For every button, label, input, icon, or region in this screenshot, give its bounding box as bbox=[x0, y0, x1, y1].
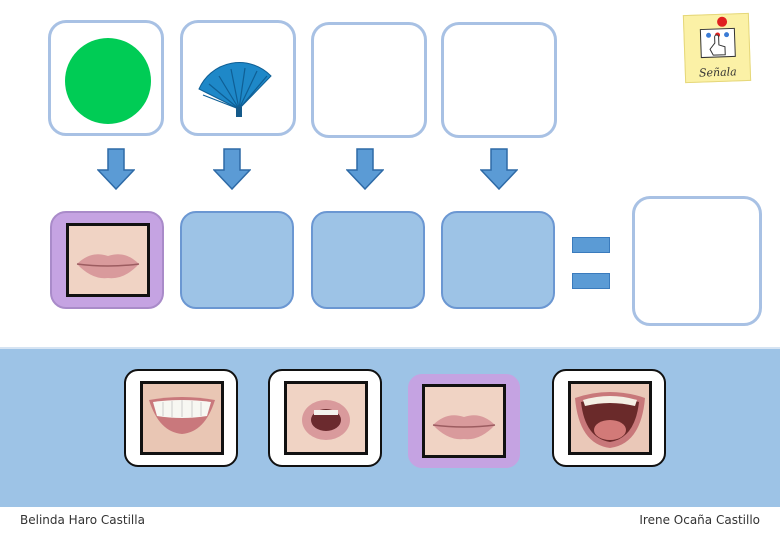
open-o-mouth-image bbox=[284, 381, 368, 455]
footer-left-author: Belinda Haro Castilla bbox=[20, 513, 145, 527]
choice-wide-open[interactable] bbox=[552, 369, 666, 467]
picture-card-4[interactable] bbox=[441, 22, 557, 138]
choice-open-o[interactable] bbox=[268, 369, 382, 467]
blue-fan-icon bbox=[198, 62, 272, 117]
result-card[interactable] bbox=[632, 196, 762, 326]
wide-open-mouth-image bbox=[568, 381, 652, 455]
picture-card-3[interactable] bbox=[311, 22, 427, 138]
equals-sign-bottom bbox=[572, 273, 610, 289]
smile-teeth-icon bbox=[143, 384, 221, 452]
answer-slot-1[interactable] bbox=[50, 211, 164, 309]
smile-teeth-mouth-image bbox=[140, 381, 224, 455]
closed-lips-mouth-image bbox=[422, 384, 506, 458]
green-circle-icon bbox=[65, 38, 151, 124]
pointing-hand-icon bbox=[699, 16, 736, 59]
senala-note[interactable]: Señala bbox=[682, 12, 752, 84]
choice-smile-teeth[interactable] bbox=[124, 369, 238, 467]
equals-sign-top bbox=[572, 237, 610, 253]
senala-label: Señala bbox=[698, 65, 737, 80]
choice-closed-lips[interactable] bbox=[408, 374, 520, 468]
answer-slot-2[interactable] bbox=[180, 211, 294, 309]
down-arrow-icon bbox=[213, 148, 251, 190]
down-arrow-icon bbox=[346, 148, 384, 190]
lips-icon bbox=[69, 226, 147, 294]
answer-slot-4[interactable] bbox=[441, 211, 555, 309]
answer-slot-3[interactable] bbox=[311, 211, 425, 309]
wide-open-mouth-icon bbox=[571, 384, 649, 452]
down-arrow-icon bbox=[480, 148, 518, 190]
closed-lips-mouth-image bbox=[66, 223, 150, 297]
footer-right-author: Irene Ocaña Castillo bbox=[639, 513, 760, 527]
picture-card-1[interactable] bbox=[48, 20, 164, 136]
down-arrow-icon bbox=[97, 148, 135, 190]
picture-card-2[interactable] bbox=[180, 20, 296, 136]
open-o-mouth-icon bbox=[287, 384, 365, 452]
lips-icon bbox=[425, 387, 503, 455]
